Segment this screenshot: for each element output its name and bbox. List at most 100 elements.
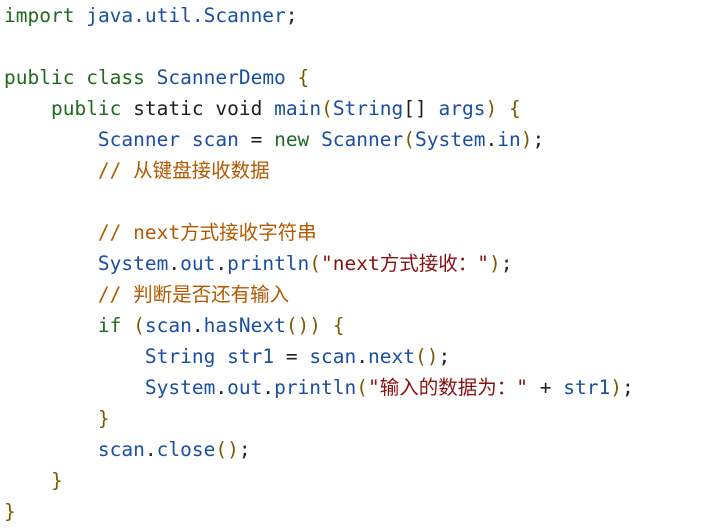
code-token-plain [121,97,133,120]
code-token-plain [497,97,509,120]
code-token-punc: ( [403,128,415,151]
code-token-type: scan [97,438,145,461]
code-token-plain [239,128,251,151]
code-token-type: ScannerDemo [156,66,286,89]
code-token-punc: } [97,407,110,430]
code-line: System.out.println("next方式接收："); [4,248,704,279]
code-token-punc: } [4,500,16,523]
code-token-type: out [227,376,263,399]
code-token-plain [4,376,145,399]
code-token-type: scan [191,128,239,151]
code-token-type: java.util.Scanner [86,4,286,27]
code-token-type: scan [309,345,357,368]
code-token-plain: static [133,97,204,120]
code-token-plain: ; [532,128,545,151]
code-token-plain [4,252,98,275]
code-token-kw: if [97,314,122,337]
code-line: import java.util.Scanner; [4,0,704,31]
code-token-plain [74,66,86,89]
code-token-fn: hasNext [203,314,286,337]
code-token-plain [4,407,98,430]
code-token-plain: . [215,376,228,399]
code-token-type: str1 [563,376,611,399]
code-token-plain [180,128,192,151]
code-token-type: args [438,97,486,120]
code-token-plain: + [539,376,552,399]
code-token-type: scan [144,314,192,337]
code-token-plain [215,345,227,368]
code-token-type: in [497,128,521,151]
code-line: } [4,465,704,496]
code-token-type: System [97,252,169,275]
code-line: public static void main(String[] args) { [4,93,704,124]
code-token-fn: main [274,97,322,120]
code-token-punc: ) [485,97,498,120]
code-token-plain: . [485,128,498,151]
code-token-plain [298,345,310,368]
code-token-cmt: // 从键盘接收数据 [97,159,270,182]
code-line: Scanner scan = new Scanner(System.in); [4,124,704,155]
code-token-type: out [180,252,216,275]
code-token-kw: public [50,97,122,120]
code-line: } [4,403,704,434]
code-line: // 从键盘接收数据 [4,155,704,186]
code-token-plain [262,97,274,120]
code-token-plain: = [250,128,263,151]
code-token-plain [145,66,157,89]
code-line: String str1 = scan.next(); [4,341,704,372]
code-token-plain: ; [500,252,513,275]
code-token-plain: ; [438,345,451,368]
code-token-plain [4,128,98,151]
code-line: if (scan.hasNext()) { [4,310,704,341]
code-token-punc: ) [520,128,533,151]
code-token-plain [4,438,98,461]
code-token-plain [427,97,439,120]
code-token-plain: . [144,438,157,461]
code-token-fn: close [156,438,216,461]
code-token-plain [552,376,564,399]
code-token-plain [204,97,216,120]
code-line: public class ScannerDemo { [4,62,704,93]
code-token-punc: ) [309,314,322,337]
code-token-plain [4,221,98,244]
code-line: } [4,496,704,527]
code-token-type: Scanner [321,128,404,151]
code-token-type: String [144,345,216,368]
code-token-punc: () [415,345,439,368]
code-token-punc: ( [356,376,369,399]
code-token-plain [286,66,298,89]
code-token-plain: . [215,252,228,275]
code-line: // 判断是否还有输入 [4,279,704,310]
code-token-punc: ) [610,376,622,399]
code-token-plain [4,469,51,492]
code-token-plain: . [191,314,204,337]
code-token-fn: next [368,345,415,368]
code-line [4,186,704,217]
code-token-str: "next方式接收：" [321,252,489,275]
code-token-plain: ; [621,376,634,399]
code-token-kw: class [86,66,145,89]
code-token-type: System [415,128,486,151]
code-token-fn: println [227,252,310,275]
code-token-cmt: // next方式接收字符串 [97,221,317,244]
code-token-plain [4,97,51,120]
code-token-type: Scanner [97,128,181,151]
code-token-plain [4,283,98,306]
code-line: // next方式接收字符串 [4,217,704,248]
code-token-str: "输入的数据为：" [368,376,528,399]
code-token-plain [4,314,98,337]
code-token-plain [309,128,321,151]
code-token-kw: public [4,66,75,89]
code-token-plain [274,345,286,368]
code-editor[interactable]: import java.util.Scanner; public class Sc… [4,0,704,527]
code-token-punc: } [50,469,63,492]
code-token-plain: ; [238,438,251,461]
code-token-type: str1 [227,345,275,368]
code-line: System.out.println("输入的数据为：" + str1); [4,372,704,403]
code-line: scan.close(); [4,434,704,465]
code-token-punc: () [285,314,310,337]
code-token-plain [321,314,333,337]
code-token-kw: new [274,128,310,151]
code-token-plain: [] [403,97,427,120]
code-token-plain: . [168,252,181,275]
